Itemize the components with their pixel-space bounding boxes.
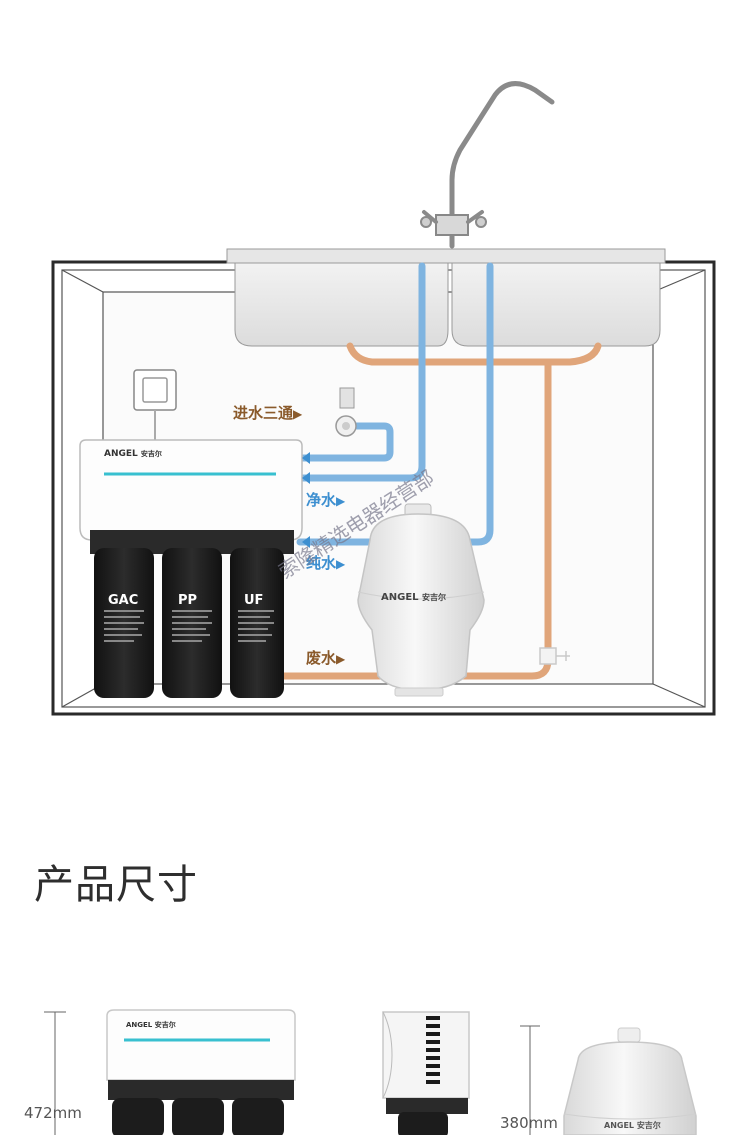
inlet-tee-valve <box>335 387 357 437</box>
tank-view-brand: ANGEL 安吉尔 <box>604 1121 661 1130</box>
purifier-unit <box>79 439 303 554</box>
purifier-side-view <box>382 1011 470 1135</box>
flow-arrows <box>302 452 310 548</box>
inlet-tee-label: 进水三通▶ <box>233 404 303 422</box>
purifier-front-view <box>44 1009 296 1135</box>
waste-water-label: 废水▶ <box>306 649 346 667</box>
sink <box>226 248 666 347</box>
pressure-tank <box>357 503 485 697</box>
purifier-brand: ANGEL 安吉尔 <box>104 449 162 459</box>
tank-height-dimension: 380mm <box>500 1114 558 1132</box>
pure-water-pipe <box>296 262 494 546</box>
clean-water-label: 净水▶ <box>306 491 346 509</box>
faucet <box>420 81 555 249</box>
filter-label-gac: GAC <box>108 593 139 608</box>
power-outlet <box>133 369 177 440</box>
tank-brand: ANGEL 安吉尔 <box>381 592 447 603</box>
pure-water-label: 纯水▶ <box>306 554 346 572</box>
filter-label-pp: PP <box>178 593 198 608</box>
tank-side-view <box>520 1025 697 1135</box>
inlet-pipe <box>296 422 394 462</box>
purifier-height-dimension: 472mm <box>24 1104 82 1122</box>
filter-label-uf: UF <box>244 593 264 608</box>
drain-clamp <box>539 647 570 665</box>
clean-water-pipe <box>296 262 426 482</box>
purifier-front-brand: ANGEL 安吉尔 <box>126 1021 176 1029</box>
filter-cartridges <box>94 548 284 698</box>
section-title: 产品尺寸 <box>34 862 198 908</box>
